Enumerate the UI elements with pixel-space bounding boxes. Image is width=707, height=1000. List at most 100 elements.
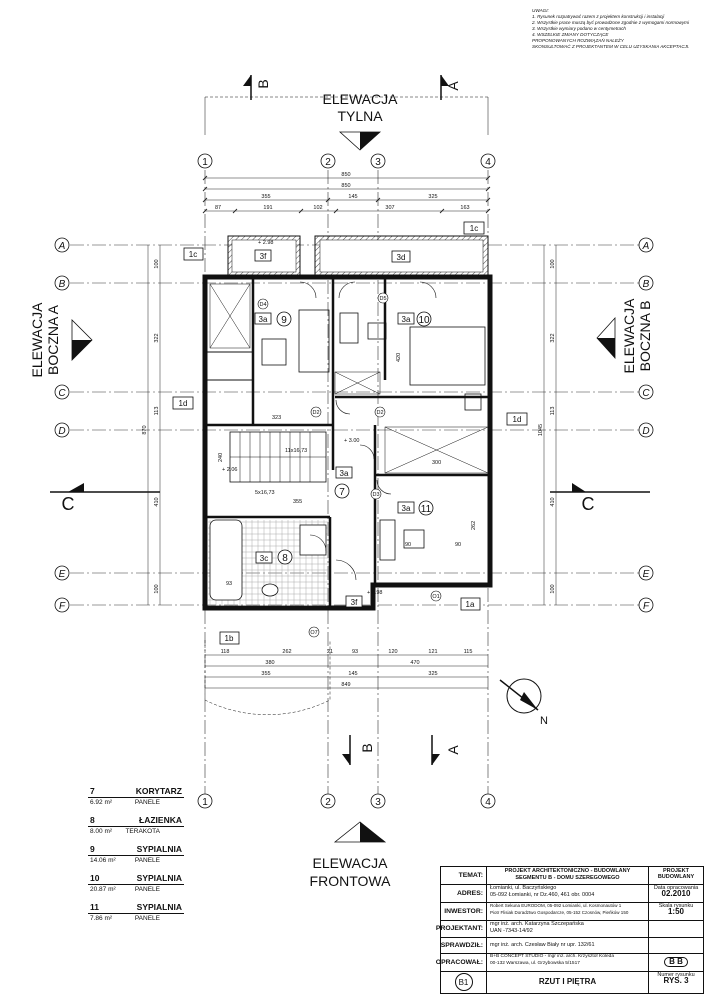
svg-text:3d: 3d bbox=[397, 253, 406, 262]
svg-text:1c: 1c bbox=[470, 224, 478, 233]
elevation-rear: ELEWACJA TYLNA bbox=[323, 91, 398, 151]
svg-text:1: 1 bbox=[202, 797, 208, 808]
axis-4-top: 4 bbox=[480, 153, 496, 169]
svg-text:3a: 3a bbox=[259, 315, 268, 324]
axis-c-right: C bbox=[638, 384, 654, 400]
axis-d-left: D bbox=[54, 422, 70, 438]
room-material: PANELE bbox=[134, 799, 160, 806]
dims-bottom: 118 262 21 93 120 121 115 380 470 355 14… bbox=[205, 649, 488, 689]
svg-text:D4: D4 bbox=[259, 302, 266, 308]
svg-text:D2: D2 bbox=[376, 410, 383, 416]
room-name: KORYTARZ bbox=[135, 786, 182, 796]
svg-text:7: 7 bbox=[339, 487, 345, 498]
svg-text:BOCZNA A: BOCZNA A bbox=[45, 304, 61, 375]
room-area: 8.00 m² bbox=[90, 828, 113, 835]
svg-text:118: 118 bbox=[221, 649, 230, 655]
svg-text:FRONTOWA: FRONTOWA bbox=[310, 873, 392, 889]
axis-bubbles-vertical: 1 2 3 4 1 2 3 4 bbox=[197, 153, 496, 809]
svg-text:323: 323 bbox=[272, 415, 281, 421]
room-number: 9 bbox=[90, 844, 95, 854]
general-notes: UWAGI: 1. Rysunek rozpatrywać razem z pr… bbox=[532, 8, 704, 50]
door-marks: D4 D5 D2 D2 D3 O1 O7 bbox=[257, 292, 442, 638]
axis-4-bottom: 4 bbox=[480, 793, 496, 809]
svg-text:5x16,73: 5x16,73 bbox=[255, 490, 275, 496]
room-material: PANELE bbox=[134, 915, 160, 922]
axis-d-right: D bbox=[638, 422, 654, 438]
svg-text:+ 2.06: + 2.06 bbox=[222, 467, 237, 473]
svg-text:1045: 1045 bbox=[538, 424, 544, 436]
room-area: 7.86 m² bbox=[90, 915, 113, 922]
svg-text:121: 121 bbox=[428, 649, 437, 655]
title-row-temat: TEMAT: PROJEKT ARCHITEKTONICZNO - BUDOWL… bbox=[441, 867, 703, 885]
axis-bubbles-horizontal: A B C D E F A B C D E F bbox=[54, 237, 654, 613]
svg-text:B: B bbox=[59, 279, 66, 290]
svg-text:4: 4 bbox=[485, 797, 491, 808]
north-arrow: N bbox=[499, 678, 548, 727]
svg-text:100: 100 bbox=[154, 584, 160, 593]
element-tags: 1c 1c 1d 1d 1b 1a 3f 3f 3d 3a 3a 3a 3a 3… bbox=[172, 221, 528, 645]
svg-text:300: 300 bbox=[432, 460, 441, 466]
room-numbers: 9 10 7 11 8 bbox=[276, 311, 434, 565]
svg-text:8: 8 bbox=[282, 553, 288, 564]
svg-text:322: 322 bbox=[550, 333, 556, 342]
svg-text:191: 191 bbox=[263, 205, 272, 211]
room-number: 11 bbox=[90, 902, 99, 912]
svg-text:410: 410 bbox=[154, 497, 160, 506]
svg-text:C: C bbox=[62, 494, 75, 514]
drawing-title: RZUT I PIĘTRA bbox=[487, 971, 649, 993]
svg-text:90: 90 bbox=[405, 542, 411, 548]
svg-text:325: 325 bbox=[428, 194, 437, 200]
svg-text:A: A bbox=[642, 241, 650, 252]
svg-text:100: 100 bbox=[550, 259, 556, 268]
room-number: 10 bbox=[90, 873, 100, 883]
svg-text:F: F bbox=[59, 601, 66, 612]
svg-text:145: 145 bbox=[348, 671, 357, 677]
inwestor-label: INWESTOR: bbox=[441, 902, 487, 920]
adres-label: ADRES: bbox=[441, 884, 487, 902]
axis-3-top: 3 bbox=[370, 153, 386, 169]
axis-c-left: C bbox=[54, 384, 70, 400]
svg-text:3f: 3f bbox=[260, 252, 267, 261]
svg-text:145: 145 bbox=[348, 194, 357, 200]
projektant-label: PROJEKTANT: bbox=[436, 920, 487, 937]
section-marks: B A B A C C bbox=[50, 75, 650, 765]
sprawdzil-label: SPRAWDZIŁ: bbox=[441, 937, 487, 953]
sheet-mark: B1 bbox=[441, 971, 487, 993]
axis-a-left: A bbox=[54, 237, 70, 253]
axis-b-left: B bbox=[54, 275, 70, 291]
elevation-right: ELEWACJA BOCZNA B bbox=[596, 298, 653, 373]
svg-text:C: C bbox=[58, 388, 66, 399]
axis-f-right: F bbox=[638, 597, 654, 613]
svg-text:TYLNA: TYLNA bbox=[337, 108, 383, 124]
svg-text:ELEWACJA: ELEWACJA bbox=[29, 302, 45, 378]
opracowal-label: OPRACOWAŁ: bbox=[436, 953, 487, 971]
title-row-opracowal: OPRACOWAŁ: B+B CONCEPT STUDIO - mgr inż.… bbox=[436, 953, 703, 972]
svg-text:262: 262 bbox=[282, 649, 291, 655]
svg-text:90: 90 bbox=[455, 542, 461, 548]
note-line: 4. WSZELKIE ZMIANY DOTYCZĄCE bbox=[532, 32, 609, 37]
svg-text:D: D bbox=[58, 426, 65, 437]
svg-text:C: C bbox=[582, 494, 595, 514]
svg-text:113: 113 bbox=[550, 407, 556, 416]
svg-text:355: 355 bbox=[261, 671, 270, 677]
svg-text:420: 420 bbox=[396, 353, 402, 362]
svg-text:D5: D5 bbox=[379, 296, 386, 302]
svg-text:3a: 3a bbox=[402, 504, 411, 513]
room-area: 14.06 m² bbox=[90, 857, 116, 864]
svg-text:3: 3 bbox=[375, 797, 381, 808]
note-line: 1. Rysunek rozpatrywać razem z projektem… bbox=[532, 14, 665, 19]
svg-text:2: 2 bbox=[325, 157, 331, 168]
svg-text:120: 120 bbox=[388, 649, 397, 655]
svg-text:+ 2.98: + 2.98 bbox=[367, 590, 382, 596]
elevation-left: ELEWACJA BOCZNA A bbox=[29, 302, 93, 378]
